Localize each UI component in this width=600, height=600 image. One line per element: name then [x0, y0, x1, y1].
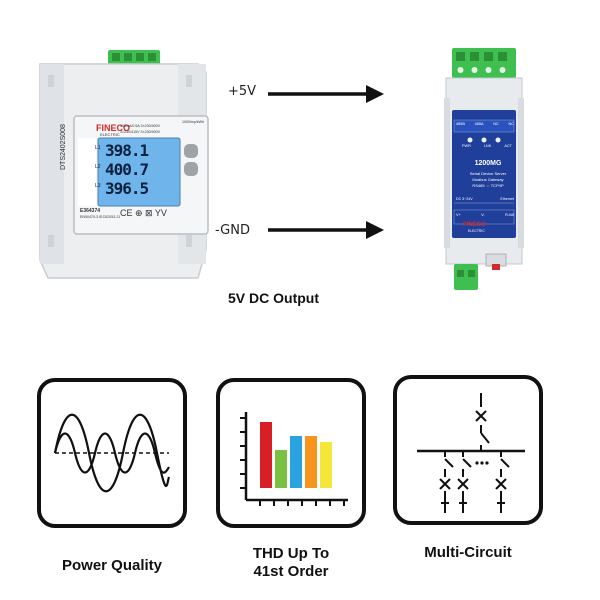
power-quality-icon	[53, 413, 171, 493]
led-pwr: PWR	[462, 144, 471, 148]
meter-brand-sub: ELECTRIC	[100, 132, 120, 137]
thd-bar-chart-icon	[240, 412, 348, 506]
meter-model: DTS2402S008	[60, 124, 67, 170]
gateway-rj45: RJ45	[505, 213, 514, 217]
gateway-terminal-labels: 485B 485A NC NC	[456, 122, 514, 126]
gateway-vplus: V+	[456, 213, 461, 217]
power-quality-card	[37, 378, 187, 528]
gateway-bottom-row: V+ V- RJ45	[456, 213, 514, 217]
meter-spec-1: 100mA/0.5A 3×230/400V	[120, 124, 161, 128]
gateway-line-3: RS485 ⇔ TCP/IP	[472, 183, 504, 188]
gnd-label: -GND	[215, 223, 250, 238]
thd-caption-1: THD Up To	[252, 545, 330, 562]
gateway-terminal-4: NC	[508, 122, 514, 126]
meter-spec-2: 3×240/415V 3×230/400V	[120, 130, 160, 134]
plus-5v-label: +5V	[228, 84, 257, 99]
plus-arrow-icon	[268, 85, 384, 103]
gateway-terminal-3: NC	[493, 122, 499, 126]
gateway-brand: FINECO	[463, 222, 486, 228]
multi-circuit-card	[393, 375, 543, 525]
gateway-ethernet-label: Ethernet	[500, 197, 514, 201]
led-act: ACT	[504, 144, 512, 148]
meter-reading-3: 396.5	[105, 179, 149, 198]
meter-reading-2: 400.7	[105, 160, 149, 179]
gateway-power-label: DC 5~24V	[456, 197, 473, 201]
gateway-device	[444, 48, 524, 290]
energy-meter	[39, 50, 209, 279]
led-lnk: LNK	[483, 144, 492, 148]
meter-reading-label-3: L3	[95, 183, 101, 189]
gateway-line-1: Serial Device Server	[469, 171, 507, 176]
meter-standard: EN50470-3 IEC62053-21	[80, 215, 121, 219]
multi-circuit-caption: Multi-Circuit	[424, 544, 512, 561]
meter-brand: FINECO	[96, 123, 131, 133]
meter-marks: CE ⊕ ⊠ YV	[120, 208, 167, 218]
gateway-line-2: Modbus Gateway	[472, 177, 504, 182]
meter-badge: 1000imp/kWh	[182, 120, 204, 124]
meter-serial: E364374	[80, 208, 101, 214]
gateway-power-row: DC 5~24V Ethernet	[456, 197, 514, 201]
gnd-arrow-icon	[268, 221, 384, 239]
thd-card	[216, 378, 366, 528]
meter-reading-label-1: L1	[95, 145, 101, 151]
multi-circuit-icon	[417, 393, 525, 513]
output-label: 5V DC Output	[228, 290, 319, 306]
gateway-leds: PWR LNK ACT	[462, 144, 512, 148]
gateway-terminal-2: 485A	[474, 122, 484, 126]
power-quality-caption: Power Quality	[61, 557, 163, 574]
thd-caption-2: 41st Order	[253, 563, 329, 580]
meter-reading-label-2: L2	[95, 164, 101, 170]
gateway-terminal-1: 485B	[456, 122, 465, 126]
meter-reading-1: 398.1	[105, 141, 149, 160]
gateway-vminus: V-	[481, 213, 485, 217]
gateway-model: 1200MG	[474, 160, 502, 167]
gateway-brand-sub: ELECTRIC	[468, 229, 485, 233]
